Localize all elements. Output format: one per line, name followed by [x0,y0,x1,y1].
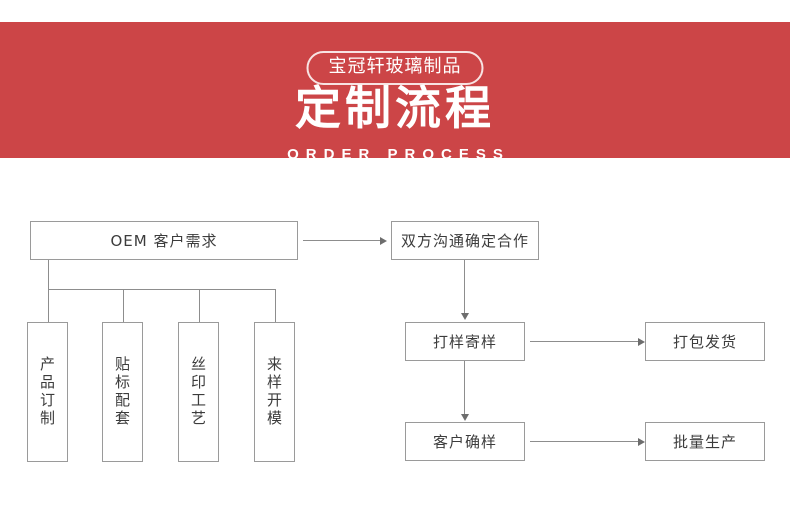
node-mutual-agreement: 双方沟通确定合作 [391,221,539,260]
arrowhead-sampling-to-confirm-icon [461,414,469,421]
node-packing-shipping: 打包发货 [645,322,765,361]
page-subtitle: ORDER PROCESS [287,146,510,158]
connector-confirm-to-production [530,441,638,442]
arrowhead-confirm-to-production-icon [638,438,645,446]
arrowhead-agreement-to-sampling-icon [461,313,469,320]
connector-oem-to-agreement [303,240,380,241]
brand-badge: 宝冠轩玻璃制品 [306,51,484,85]
branch-box-3: 丝印工艺 [178,322,219,462]
node-mass-production: 批量生产 [645,422,765,461]
node-customer-confirm: 客户确样 [405,422,525,461]
flow-diagram: OEM 客户需求 双方沟通确定合作 产品订制 贴标配套 丝印工艺 来样开模 打样… [0,158,790,506]
page-title: 定制流程 [295,81,495,135]
connector-branch-rail [48,289,276,290]
connector-sampling-to-packing [530,341,638,342]
node-sampling: 打样寄样 [405,322,525,361]
arrowhead-sampling-to-packing-icon [638,338,645,346]
branch-box-4: 来样开模 [254,322,295,462]
connector-branch-drop-2 [123,289,124,322]
header-banner: 宝冠轩玻璃制品 定制流程 ORDER PROCESS [0,22,790,158]
connector-branch-drop-4 [275,289,276,322]
connector-oem-stem [48,260,49,290]
connector-agreement-to-sampling [464,260,465,315]
connector-sampling-to-confirm [464,361,465,416]
arrowhead-oem-to-agreement-icon [380,237,387,245]
connector-branch-drop-3 [199,289,200,322]
branch-box-1: 产品订制 [27,322,68,462]
connector-branch-drop-1 [48,289,49,322]
branch-box-2: 贴标配套 [102,322,143,462]
node-oem-request: OEM 客户需求 [30,221,298,260]
